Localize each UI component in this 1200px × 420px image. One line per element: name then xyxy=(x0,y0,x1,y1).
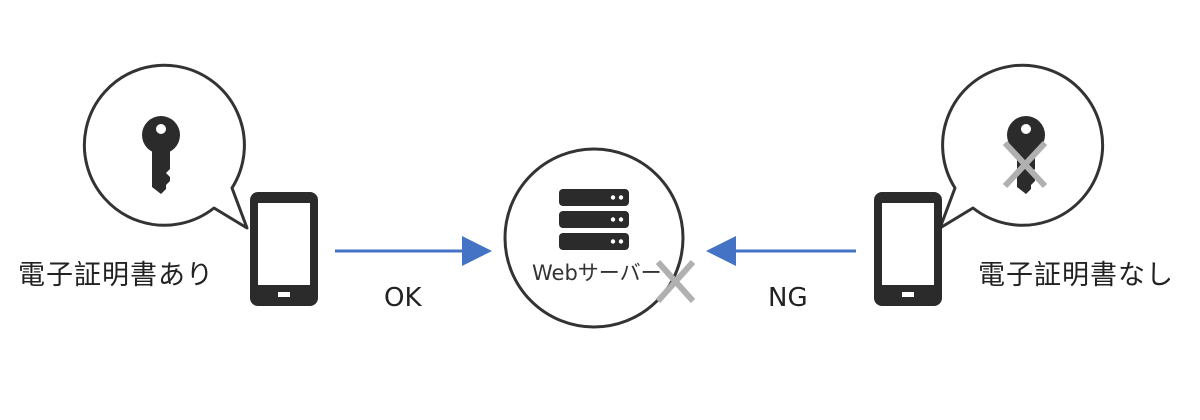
server-reject-cross-icon xyxy=(655,259,696,304)
server-label: Webサーバー xyxy=(532,261,662,285)
server-icon xyxy=(559,189,629,250)
smartphone-left xyxy=(250,192,318,306)
ok-label: OK xyxy=(384,283,422,313)
ng-label: NG xyxy=(768,283,808,313)
left-device-label: 電子証明書あり xyxy=(18,260,214,291)
smartphone-right xyxy=(874,192,942,306)
key-icon xyxy=(142,116,180,194)
right-device-label: 電子証明書なし xyxy=(978,260,1174,291)
key-cross-icon xyxy=(1002,140,1048,189)
